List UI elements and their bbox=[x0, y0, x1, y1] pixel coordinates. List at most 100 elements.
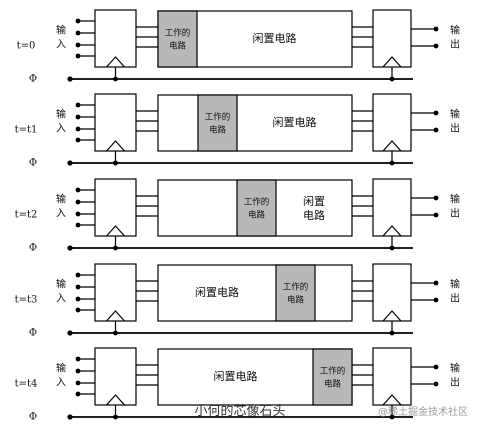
clock-triangle-icon bbox=[382, 310, 402, 322]
working-circuit bbox=[236, 179, 277, 237]
output-dot bbox=[433, 297, 439, 303]
output-dot bbox=[433, 381, 439, 387]
input-label: 入 bbox=[56, 378, 66, 389]
input-dot bbox=[75, 102, 81, 108]
time-label: t=t3 bbox=[15, 295, 38, 306]
clock-label: Φ bbox=[29, 74, 37, 85]
output-dot bbox=[433, 43, 439, 49]
clock-triangle-icon bbox=[106, 310, 125, 322]
working-circuit bbox=[157, 10, 198, 68]
input-register bbox=[94, 178, 137, 237]
input-dot bbox=[75, 380, 81, 386]
output-label: 输 bbox=[450, 362, 460, 375]
input-dot bbox=[75, 30, 81, 36]
output-label: 出 bbox=[450, 292, 460, 305]
clock-triangle-icon bbox=[382, 394, 402, 406]
clock-dot bbox=[67, 330, 73, 336]
input-dot bbox=[75, 368, 81, 374]
clock-triangle-icon bbox=[106, 56, 125, 68]
input-label: 输 bbox=[56, 278, 66, 291]
idle-circuit-label: 电路 bbox=[303, 209, 325, 222]
input-dot bbox=[75, 187, 81, 193]
clock-triangle-icon bbox=[382, 140, 402, 152]
time-label: t=0 bbox=[17, 41, 36, 52]
input-label: 输 bbox=[56, 24, 66, 37]
input-register bbox=[94, 263, 137, 322]
input-dot bbox=[75, 391, 81, 397]
idle-circuit-label: 闲置电路 bbox=[253, 31, 297, 45]
working-circuit-label: 工作的 bbox=[320, 366, 346, 377]
input-label: 入 bbox=[56, 294, 66, 305]
input-dot bbox=[75, 137, 81, 143]
input-dot bbox=[75, 307, 81, 313]
output-register bbox=[372, 178, 412, 237]
clock-tap-dot bbox=[389, 330, 395, 336]
output-register bbox=[372, 93, 412, 152]
input-label: 入 bbox=[56, 40, 66, 51]
clock-triangle-icon bbox=[382, 225, 402, 237]
input-label: 输 bbox=[56, 362, 66, 375]
output-label: 输 bbox=[450, 108, 460, 121]
input-dot bbox=[75, 296, 81, 302]
working-circuit-label: 电路 bbox=[209, 125, 227, 136]
output-label: 出 bbox=[450, 38, 460, 51]
clock-tap-dot bbox=[389, 245, 395, 251]
input-label: 入 bbox=[56, 124, 66, 135]
input-label: 输 bbox=[56, 193, 66, 206]
clock-tap-dot bbox=[113, 245, 118, 251]
idle-circuit-label: 闲置电路 bbox=[214, 369, 258, 383]
input-dot bbox=[75, 222, 81, 228]
input-dot bbox=[75, 53, 81, 59]
working-circuit-label: 电路 bbox=[324, 379, 342, 390]
clock-triangle-icon bbox=[106, 225, 125, 237]
time-label: t=t2 bbox=[15, 210, 38, 221]
logic-block bbox=[157, 264, 353, 322]
clock-label: Φ bbox=[29, 328, 37, 339]
clock-dot bbox=[67, 414, 73, 420]
input-label: 入 bbox=[56, 209, 66, 220]
output-register bbox=[372, 263, 412, 322]
clock-label: Φ bbox=[29, 243, 37, 254]
clock-triangle-icon bbox=[106, 394, 125, 406]
output-dot bbox=[433, 127, 439, 133]
input-dot bbox=[75, 114, 81, 120]
clock-tap-dot bbox=[113, 330, 118, 336]
clock-dot bbox=[67, 160, 73, 166]
working-circuit-label: 工作的 bbox=[283, 282, 309, 293]
output-register bbox=[372, 347, 412, 406]
input-dot bbox=[75, 284, 81, 290]
input-register bbox=[94, 9, 137, 68]
clock-tap-dot bbox=[113, 160, 118, 166]
input-dot bbox=[75, 199, 81, 205]
idle-circuit-label: 闲置电路 bbox=[195, 285, 239, 299]
working-circuit bbox=[197, 94, 238, 152]
clock-dot bbox=[67, 76, 73, 82]
input-dot bbox=[75, 42, 81, 48]
output-label: 出 bbox=[450, 207, 460, 220]
clock-triangle-icon bbox=[106, 140, 125, 152]
clock-label: Φ bbox=[29, 412, 37, 423]
idle-circuit-label: 闲置 bbox=[303, 194, 325, 208]
output-label: 输 bbox=[450, 278, 460, 291]
output-dot bbox=[433, 26, 439, 32]
output-label: 输 bbox=[450, 193, 460, 206]
time-label: t=t1 bbox=[15, 125, 38, 136]
working-circuit-label: 电路 bbox=[287, 295, 305, 306]
input-dot bbox=[75, 356, 81, 362]
clock-tap-dot bbox=[113, 76, 118, 82]
output-register bbox=[372, 9, 412, 68]
output-dot bbox=[433, 110, 439, 116]
clock-tap-dot bbox=[389, 76, 395, 82]
working-circuit-label: 电路 bbox=[248, 210, 266, 221]
caption: 小何的芯像石头 bbox=[194, 404, 286, 419]
clock-label: Φ bbox=[29, 158, 37, 169]
working-circuit-label: 电路 bbox=[169, 41, 187, 52]
output-dot bbox=[433, 212, 439, 218]
output-label: 出 bbox=[450, 122, 460, 135]
output-label: 出 bbox=[450, 376, 460, 389]
clock-triangle-icon bbox=[382, 56, 402, 68]
input-dot bbox=[75, 18, 81, 24]
